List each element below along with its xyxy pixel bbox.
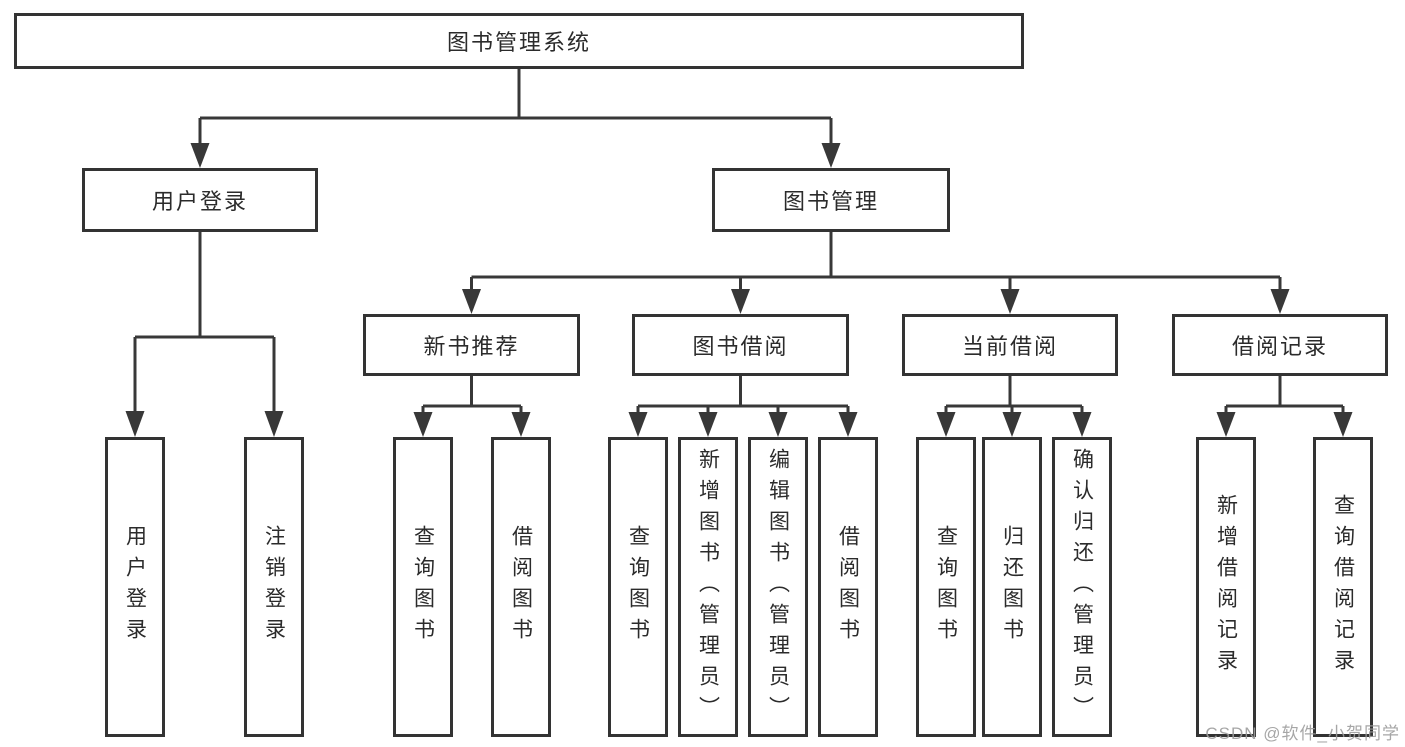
edge-book-borrow-split <box>628 376 858 437</box>
leaf-add-book-admin-label: 新增图书（管理员） <box>696 447 720 727</box>
leaf-confirm-return-admin-label: 确认归还（管理员） <box>1070 447 1094 727</box>
node-book-borrow: 图书借阅 <box>632 314 849 376</box>
leaf-edit-book-admin: 编辑图书（管理员） <box>748 437 808 737</box>
leaf-borrow-books-borrow: 借阅图书 <box>818 437 878 737</box>
node-book-management: 图书管理 <box>712 168 950 232</box>
leaf-user-login: 用户登录 <box>105 437 165 737</box>
edge-new-book-recommend-split <box>413 376 531 437</box>
leaf-logout: 注销登录 <box>244 437 304 737</box>
watermark-text: CSDN @软件_小贺同学 <box>1205 724 1400 743</box>
leaf-query-books-borrow-label: 查询图书 <box>626 525 650 649</box>
node-book-borrow-label: 图书借阅 <box>692 334 789 359</box>
edge-book-management-split <box>462 232 1290 314</box>
leaf-borrow-books-recommend-label: 借阅图书 <box>509 525 533 649</box>
node-current-borrow-label: 当前借阅 <box>961 334 1058 359</box>
node-new-book-recommend: 新书推荐 <box>363 314 580 376</box>
leaf-return-book: 归还图书 <box>982 437 1042 737</box>
leaf-add-borrow-record-label: 新增借阅记录 <box>1214 494 1238 680</box>
edge-user-login-split <box>125 232 284 437</box>
leaf-user-login-label: 用户登录 <box>123 525 147 649</box>
leaf-add-borrow-record: 新增借阅记录 <box>1196 437 1256 737</box>
edge-borrow-records-split <box>1216 376 1353 437</box>
node-new-book-recommend-label: 新书推荐 <box>423 334 520 359</box>
node-root-label: 图书管理系统 <box>446 30 591 55</box>
node-borrow-records: 借阅记录 <box>1172 314 1388 376</box>
edge-root-split <box>190 69 841 168</box>
leaf-borrow-books-recommend: 借阅图书 <box>491 437 551 737</box>
leaf-borrow-books-borrow-label: 借阅图书 <box>836 525 860 649</box>
node-user-login-label: 用户登录 <box>151 189 248 214</box>
node-current-borrow: 当前借阅 <box>902 314 1118 376</box>
leaf-query-books-recommend: 查询图书 <box>393 437 453 737</box>
leaf-return-book-label: 归还图书 <box>1000 525 1024 649</box>
leaf-query-books-recommend-label: 查询图书 <box>411 525 435 649</box>
edge-current-borrow-split <box>936 376 1092 437</box>
leaf-query-books-borrow: 查询图书 <box>608 437 668 737</box>
leaf-query-borrow-record: 查询借阅记录 <box>1313 437 1373 737</box>
leaf-edit-book-admin-label: 编辑图书（管理员） <box>766 447 790 727</box>
leaf-add-book-admin: 新增图书（管理员） <box>678 437 738 737</box>
node-root: 图书管理系统 <box>14 13 1024 69</box>
leaf-query-books-current: 查询图书 <box>916 437 976 737</box>
leaf-logout-label: 注销登录 <box>262 525 286 649</box>
node-book-management-label: 图书管理 <box>782 189 879 214</box>
leaf-query-borrow-record-label: 查询借阅记录 <box>1331 494 1355 680</box>
node-user-login: 用户登录 <box>82 168 318 232</box>
leaf-query-books-current-label: 查询图书 <box>934 525 958 649</box>
leaf-confirm-return-admin: 确认归还（管理员） <box>1052 437 1112 737</box>
node-borrow-records-label: 借阅记录 <box>1231 334 1328 359</box>
